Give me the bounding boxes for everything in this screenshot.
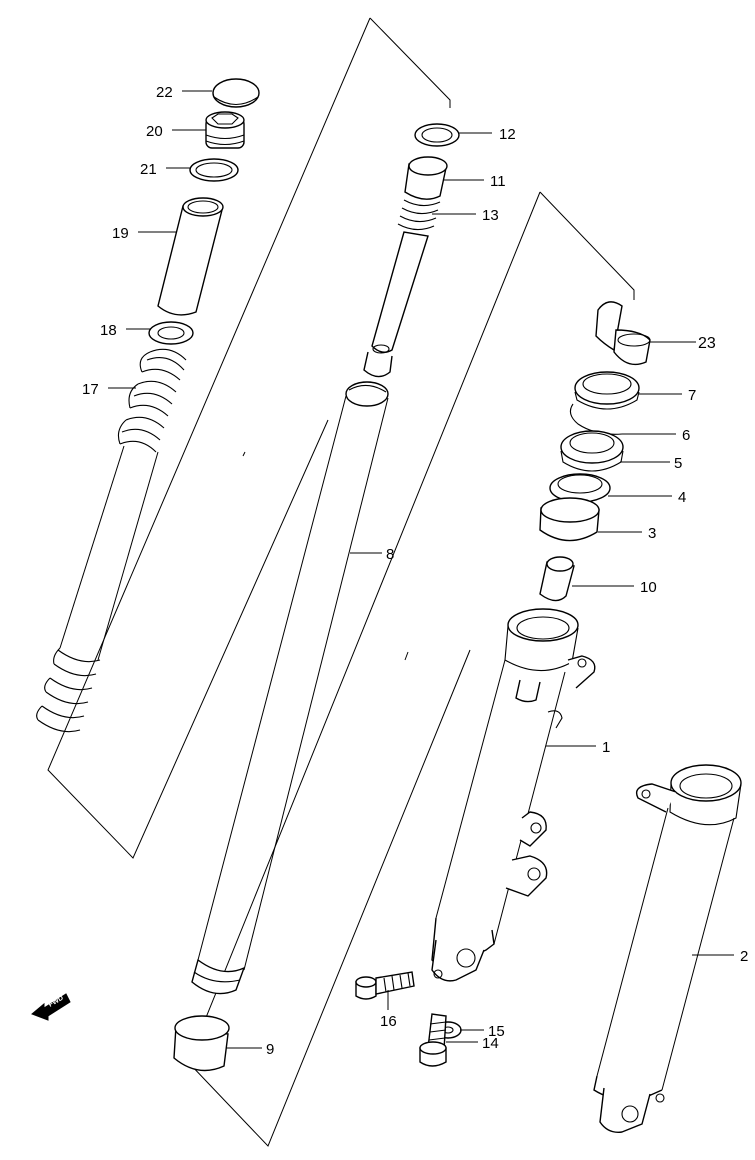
part-7-stopper-ring [574, 371, 640, 410]
part-22-cap [212, 78, 260, 108]
label-12: 12 [499, 126, 516, 143]
part-4-washer [549, 473, 611, 503]
label-19: 19 [112, 225, 129, 242]
label-14: 14 [482, 1035, 499, 1052]
label-6: 6 [682, 427, 690, 444]
group-frames [47, 17, 635, 1147]
part-10-oil-lock-piece [539, 556, 575, 602]
part-8-inner-tube [191, 381, 389, 995]
label-13: 13 [482, 207, 499, 224]
label-15: 15 [488, 1023, 505, 1040]
part-17-fork-spring [36, 348, 187, 733]
part-2-outer-tube [593, 764, 742, 1133]
frame-left-group [369, 17, 451, 108]
frame-center-group-edge [187, 191, 541, 1147]
fwd-arrow-icon: FWD [31, 993, 71, 1021]
part-19-spacer-tube [157, 197, 224, 316]
frame-break-mark [242, 451, 246, 457]
label-23: 23 [698, 335, 716, 352]
part-11-13-damper-rod [363, 156, 448, 378]
label-17: 17 [82, 381, 99, 398]
label-9: 9 [266, 1041, 274, 1058]
part-12-ring [414, 123, 460, 147]
frame-center-group [539, 191, 635, 300]
label-7: 7 [688, 387, 696, 404]
part-21-o-ring [189, 158, 239, 182]
label-5: 5 [674, 455, 682, 472]
label-10: 10 [640, 579, 657, 596]
label-4: 4 [678, 489, 686, 506]
part-5-oil-seal [560, 430, 624, 472]
part-labels: 22 20 21 19 18 17 12 11 13 8 9 23 7 6 5 … [82, 84, 748, 1058]
frame-left-group-edge [47, 17, 371, 859]
label-2: 2 [740, 948, 748, 965]
part-20-plug-bolt [205, 111, 245, 149]
label-20: 20 [146, 123, 163, 140]
label-22: 22 [156, 84, 173, 101]
label-11: 11 [490, 173, 506, 190]
label-21: 21 [140, 161, 157, 178]
part-16-bolt [355, 971, 415, 1000]
frame-break-mark-2 [404, 651, 409, 661]
label-1: 1 [602, 739, 610, 756]
part-3-guide-bushing [539, 497, 600, 542]
label-3: 3 [648, 525, 656, 542]
label-16: 16 [380, 1013, 397, 1030]
leader-lines [108, 90, 734, 1049]
part-14-drain-bolt [419, 1013, 447, 1067]
part-9-bushing [173, 1015, 230, 1072]
label-18: 18 [100, 322, 117, 339]
label-8: 8 [386, 546, 394, 563]
part-23-dust-seal [595, 301, 651, 366]
part-1-outer-tube [431, 608, 596, 982]
part-18-washer [148, 321, 194, 345]
